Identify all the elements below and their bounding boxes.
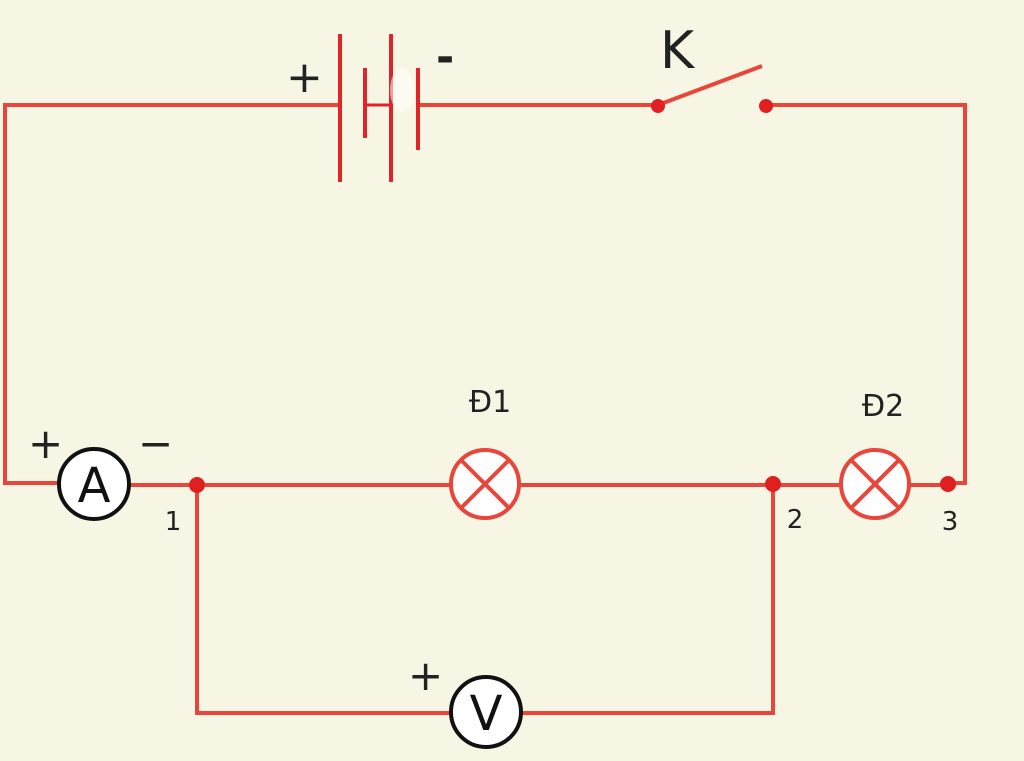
lamp-d1: Đ1: [449, 385, 521, 520]
node-1-label: 1: [165, 507, 182, 537]
lamp-d2-cross-2: [849, 458, 901, 510]
voltmeter-plus-label: +: [408, 651, 443, 700]
switch-label: K: [660, 21, 696, 81]
node-2-dot: [765, 476, 781, 492]
voltmeter-circle: [449, 675, 523, 749]
wires: [3, 103, 967, 715]
junction-nodes: 1 2 3: [165, 476, 959, 537]
ammeter-circle: [57, 447, 131, 521]
wire-top-right: [766, 103, 967, 485]
switch-lever: [657, 64, 763, 107]
lamp-d2-label: Đ2: [862, 389, 904, 424]
lamp-d1-cross-2: [459, 458, 511, 510]
lamp-d2: Đ2: [839, 389, 911, 520]
battery-highlight: [390, 68, 414, 112]
ammeter-minus-label: −: [138, 419, 173, 468]
switch-pivot-dot: [651, 99, 665, 113]
wire-voltmeter-left: [195, 485, 450, 715]
node-3-dot: [940, 476, 956, 492]
node-2-label: 2: [787, 505, 804, 535]
switch-contact-dot: [759, 99, 773, 113]
battery-plus-label: +: [286, 52, 323, 103]
node-3-label: 3: [942, 507, 959, 537]
lamp-d1-label: Đ1: [469, 385, 511, 420]
node-1-dot: [189, 477, 205, 493]
voltmeter-symbol: V: [470, 686, 503, 742]
ammeter-symbol: A: [78, 458, 111, 514]
battery-minus-label: -: [436, 32, 454, 83]
wire-voltmeter-right: [522, 485, 775, 715]
ammeter: A + −: [28, 419, 173, 521]
battery: + -: [286, 32, 454, 182]
ammeter-plus-label: +: [28, 419, 63, 468]
switch-k: K: [651, 21, 773, 113]
wire-top-left: [3, 103, 340, 485]
voltmeter: V +: [408, 651, 523, 749]
